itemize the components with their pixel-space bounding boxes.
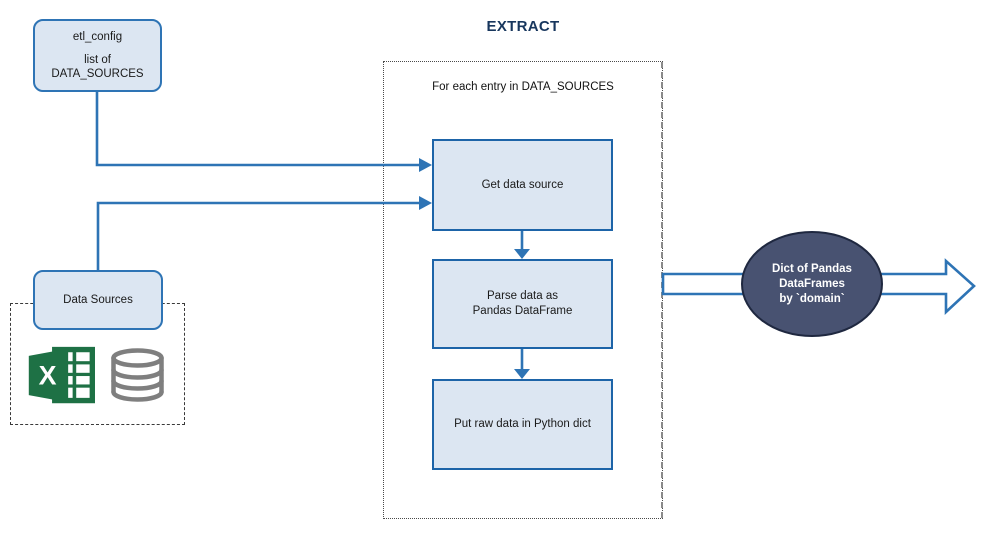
excel-icon: X <box>27 344 95 407</box>
step-get-data-source: Get data source <box>432 139 613 231</box>
excel-grid-row-line <box>56 361 91 365</box>
step-parse-dataframe-line1: Parse data as <box>487 290 558 302</box>
step-parse-dataframe-line2: Pandas DataFrame <box>472 305 573 317</box>
step-put-raw-data: Put raw data in Python dict <box>432 379 613 470</box>
excel-x-letter: X <box>39 360 57 390</box>
data-sources-node: Data Sources <box>33 270 163 330</box>
db-band-2 <box>111 378 164 391</box>
output-line3: by `domain` <box>779 292 845 305</box>
connector-data-sources-to-get-data <box>96 201 420 270</box>
etl-config-title: etl_config <box>72 31 123 43</box>
db-bottom-arc <box>111 389 164 402</box>
excel-grid-row-line <box>56 372 91 377</box>
output-ellipse: Dict of Pandas DataFrames by `domain` <box>741 231 883 337</box>
extract-loop-right-edge <box>661 62 663 518</box>
data-sources-label: Data Sources <box>63 294 133 306</box>
extract-title: EXTRACT <box>486 18 560 35</box>
etl-config-detail-line2: DATA_SOURCES <box>51 68 144 80</box>
excel-cover <box>28 348 69 403</box>
step-put-raw-data-label: Put raw data in Python dict <box>454 418 591 430</box>
step-get-data-source-label: Get data source <box>481 178 564 191</box>
db-top-ellipse <box>111 348 164 368</box>
connector-etl-config-to-get-data <box>95 92 420 167</box>
output-line2: DataFrames <box>779 277 845 290</box>
db-band-1 <box>111 367 164 380</box>
output-line1: Dict of Pandas <box>772 262 852 275</box>
loop-caption: For each entry in DATA_SOURCES <box>432 81 614 93</box>
step-parse-dataframe: Parse data as Pandas DataFrame <box>432 259 613 349</box>
excel-grid-row-line <box>56 384 91 388</box>
etl-config-detail-line1: list of <box>84 54 111 66</box>
etl-config-node: etl_config list of DATA_SOURCES <box>33 19 162 92</box>
database-icon <box>109 348 166 402</box>
